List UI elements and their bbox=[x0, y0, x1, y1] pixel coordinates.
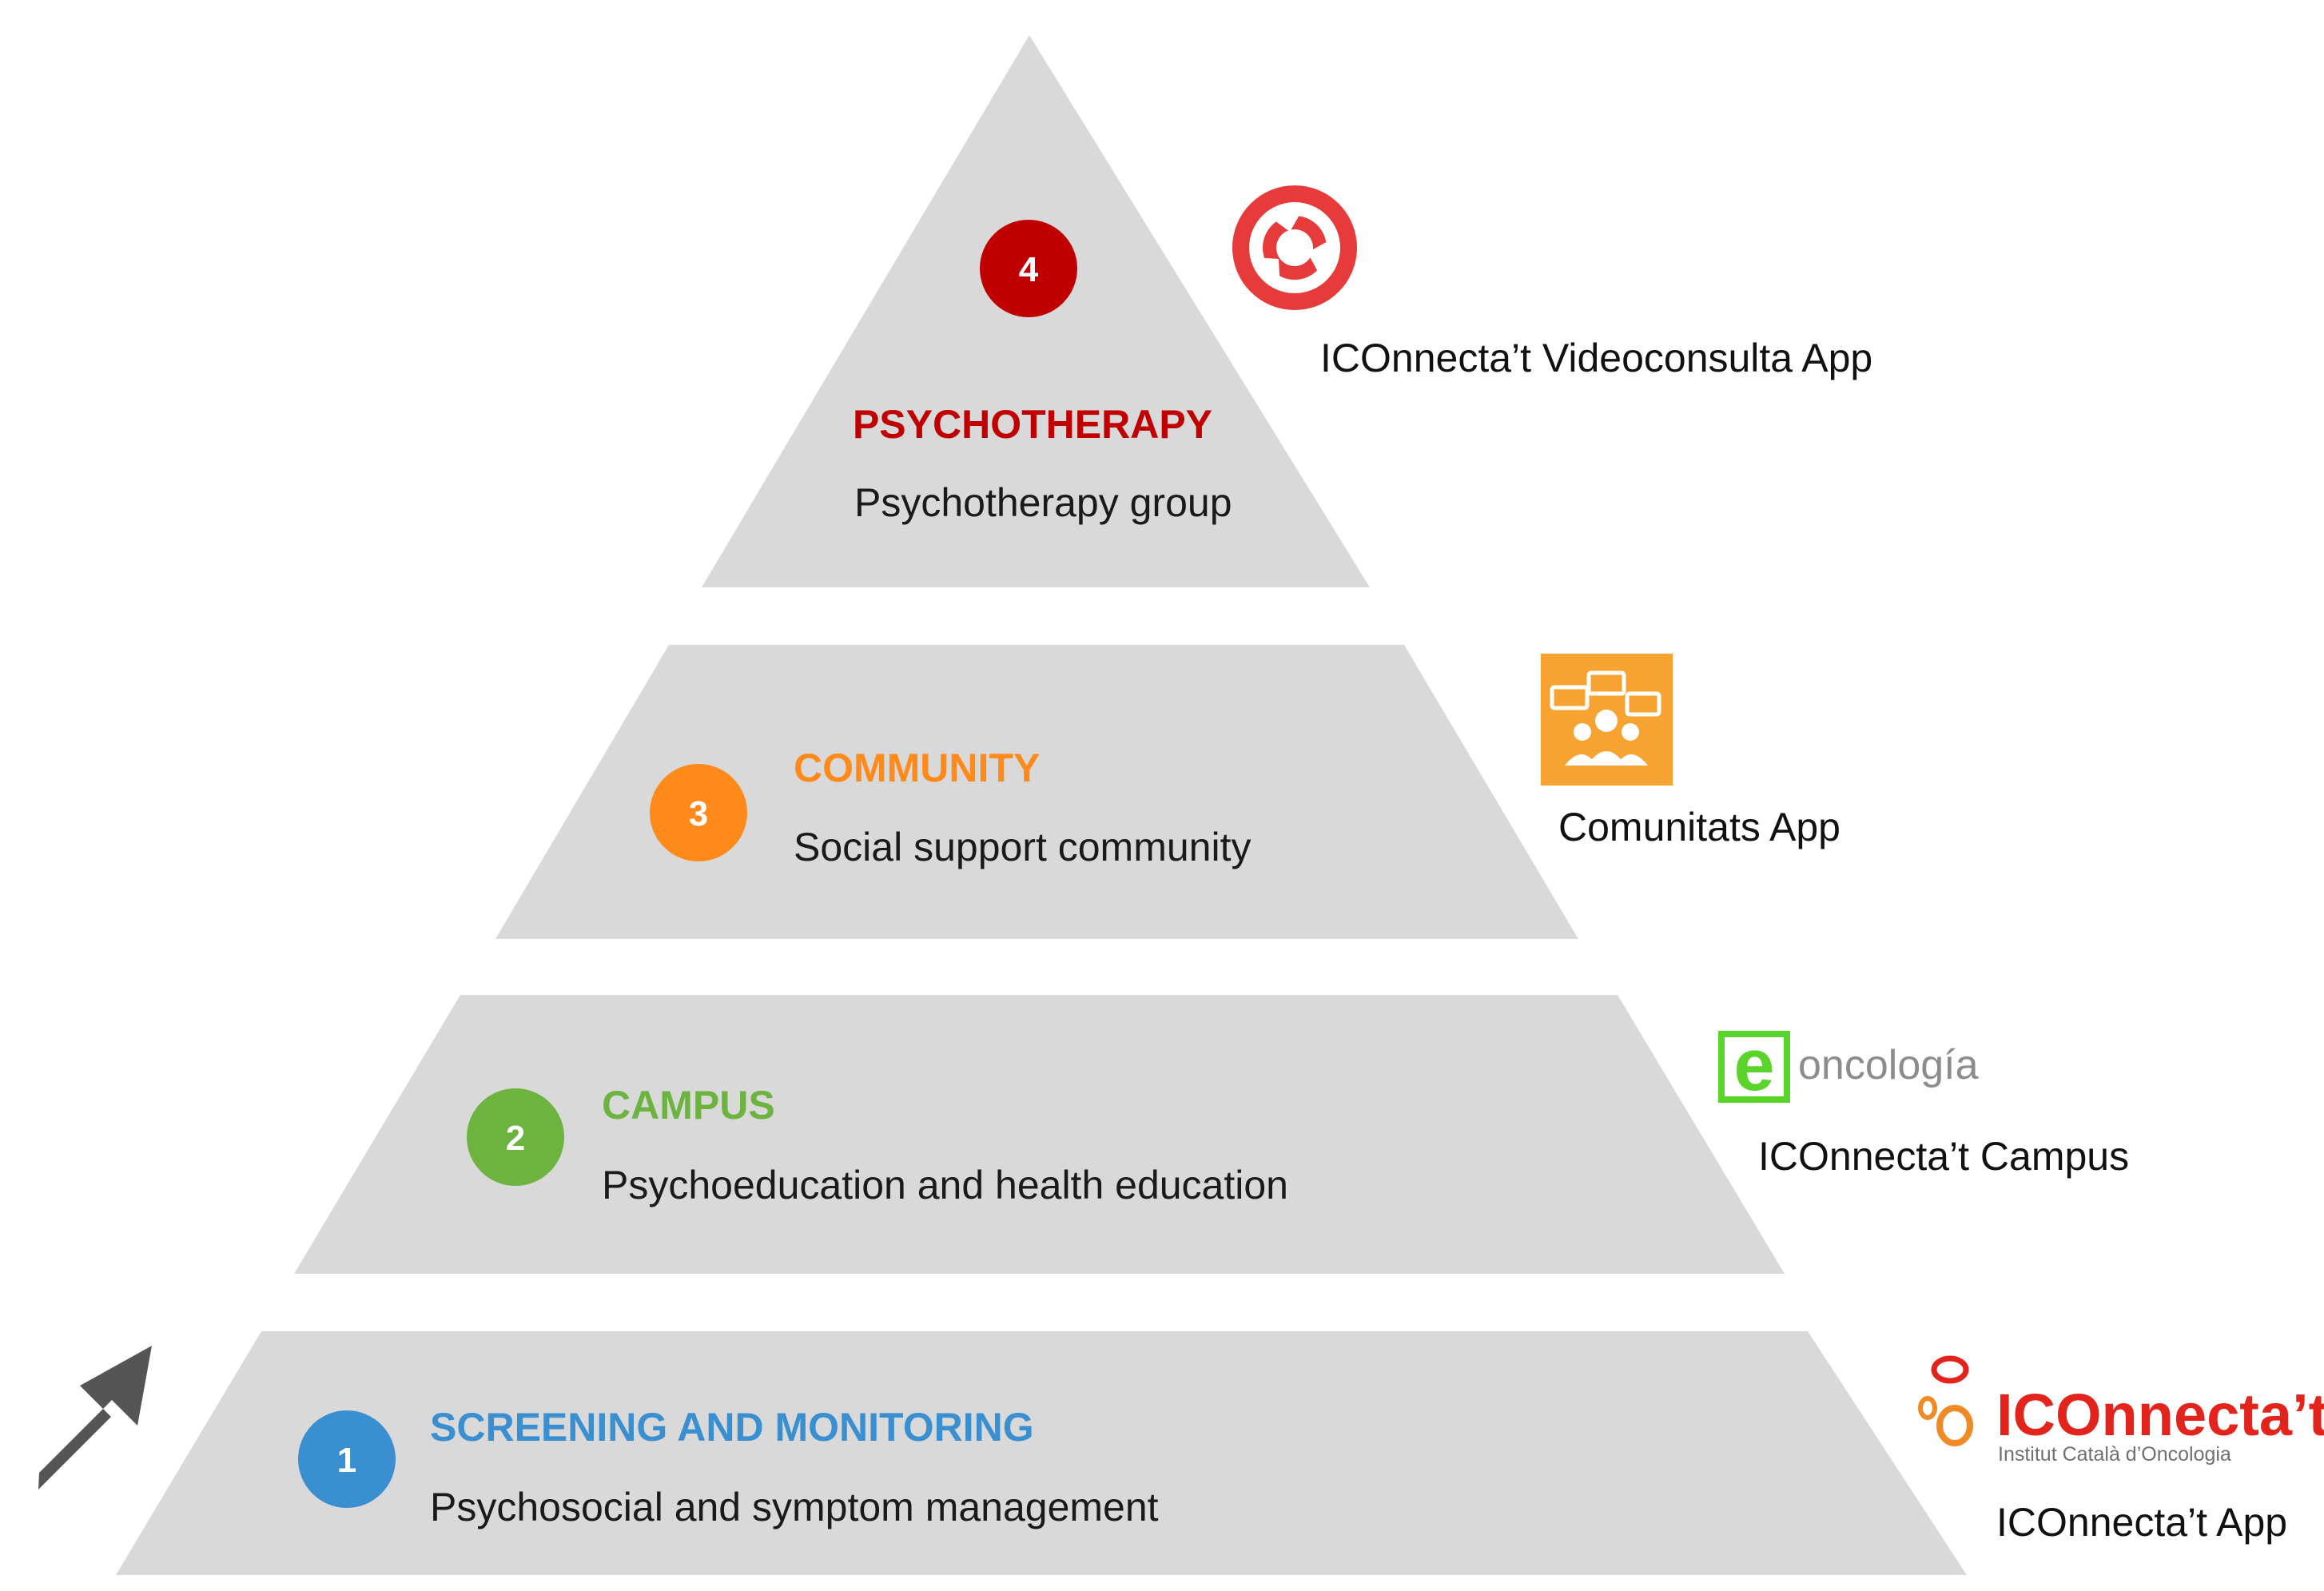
eoncologia-logo-name: oncología bbox=[1798, 1042, 1979, 1088]
iconnectat-app-label: ICOnnecta’t App bbox=[1996, 1500, 2287, 1545]
tier-4-number-badge bbox=[980, 220, 1077, 317]
eoncologia-logo-prefix: e bbox=[1733, 1024, 1774, 1106]
iconnectat-logo: ICOnnecta’t Institut Català d’Oncologia bbox=[1918, 1355, 2324, 1466]
tier-1-description: Psychosocial and symptom management bbox=[430, 1485, 1159, 1529]
tier-3-shape bbox=[495, 645, 1578, 939]
tier-3-number: 3 bbox=[689, 794, 708, 833]
tier-2-number: 2 bbox=[506, 1119, 525, 1158]
tier-1-title: SCREENING AND MONITORING bbox=[430, 1405, 1034, 1450]
tier-2-shape bbox=[294, 995, 1785, 1274]
tier-2-description: Psychoeducation and health education bbox=[602, 1163, 1288, 1207]
videoconsulta-app-label: ICOnnecta’t Videoconsulta App bbox=[1320, 336, 1872, 380]
camera-aperture-icon bbox=[1232, 185, 1357, 310]
tier-1: 1 SCREENING AND MONITORING Psychosocial … bbox=[298, 1405, 1159, 1529]
tier-1-number-badge bbox=[298, 1410, 396, 1508]
campus-app-label: ICOnnecta’t Campus bbox=[1758, 1134, 2129, 1179]
tier-3-description: Social support community bbox=[794, 825, 1251, 869]
tier-2-number-badge bbox=[467, 1088, 564, 1186]
eoncologia-logo: e oncología bbox=[1718, 1024, 1979, 1106]
tier-1-shape bbox=[116, 1331, 1967, 1575]
comunitats-app-label: Comunitats App bbox=[1558, 805, 1840, 849]
tier-4-title: PSYCHOTHERAPY bbox=[853, 402, 1212, 447]
tier-2: 2 CAMPUS Psychoeducation and health educ… bbox=[467, 1083, 1288, 1207]
iconnectat-logo-name: ICOnnecta’t bbox=[1996, 1382, 2324, 1448]
community-chat-icon bbox=[1541, 654, 1673, 786]
tier-4-number: 4 bbox=[1019, 250, 1039, 289]
up-right-arrow-icon bbox=[38, 1346, 152, 1490]
iconnectat-logo-subtitle: Institut Català d’Oncologia bbox=[1998, 1443, 2231, 1466]
tier-4-description: Psychotherapy group bbox=[854, 480, 1232, 525]
tier-3-number-badge bbox=[650, 764, 747, 861]
tier-2-title: CAMPUS bbox=[602, 1083, 775, 1128]
tier-1-number: 1 bbox=[337, 1441, 356, 1480]
tier-3-title: COMMUNITY bbox=[794, 746, 1040, 790]
tier-4: 4 PSYCHOTHERAPY Psychotherapy group bbox=[853, 220, 1232, 525]
tier-3: 3 COMMUNITY Social support community bbox=[650, 746, 1251, 869]
